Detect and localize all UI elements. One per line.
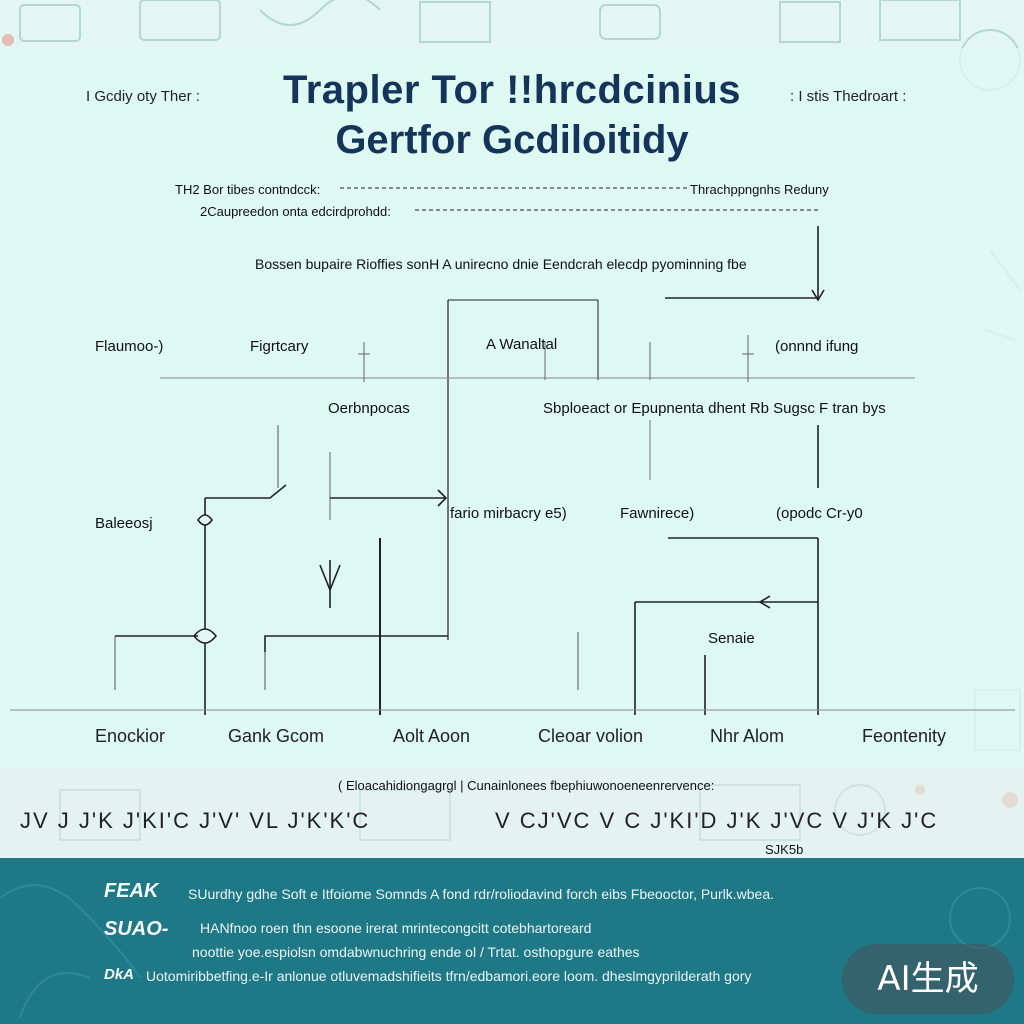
footer-key-3: DkA bbox=[104, 966, 135, 983]
node-row3-a: Baleeosj bbox=[95, 515, 153, 532]
note-top-left-1: TH2 Bor tibes contndcck: bbox=[175, 182, 321, 197]
footer-line-3: Uotomiribbetfing.e-Ir anlonue otluvemads… bbox=[146, 968, 752, 984]
node-row1-c: A Wanaltal bbox=[486, 336, 558, 353]
footer-line-1: SUurdhy gdhe Soft e Itfoiome Somnds A fo… bbox=[188, 886, 774, 902]
page-subtitle: Gertfor Gcdiloitidy bbox=[335, 118, 689, 162]
bottom-label-3: Aolt Aoon bbox=[393, 726, 471, 746]
footer-key-2: SUAO- bbox=[104, 918, 169, 940]
header-side-left: I Gcdiy oty Ther : bbox=[86, 88, 200, 105]
bottom-label-6: Feontenity bbox=[862, 726, 947, 746]
node-row2-b: Sbploeact or Epupnenta dhent Rb Sugsc F … bbox=[543, 400, 886, 417]
header-side-right: : I stis Thedroart : bbox=[790, 88, 907, 105]
bottom-label-1: Enockior bbox=[95, 726, 166, 746]
diagram-panel bbox=[0, 48, 1024, 768]
page-title: Trapler Tor !!hrcdcinius bbox=[283, 68, 741, 112]
node-row1-d: (onnnd ifung bbox=[775, 338, 859, 355]
strip-caption: ( Eloacahidiongagrgl | Cunainlonees fbep… bbox=[338, 778, 715, 793]
node-row3-b: fario mirbacry e5) bbox=[450, 505, 567, 522]
note-center: Bossen bupaire Rioffies sonH A unirecno … bbox=[255, 256, 747, 272]
bottom-label-2: Gank Gcom bbox=[228, 726, 325, 746]
note-top-right: Thrachppngnhs Reduny bbox=[690, 182, 829, 197]
bottom-label-4: Cleoar volion bbox=[538, 726, 644, 746]
note-top-left-2: 2Caupreedon onta edcirdprohdd: bbox=[200, 204, 391, 219]
node-row3-d: (opodc Cr-y0 bbox=[776, 505, 863, 522]
node-sensor: Senaie bbox=[708, 630, 755, 647]
node-row2-a: Oerbnpocas bbox=[328, 400, 410, 417]
ai-generated-badge: AI生成 bbox=[842, 944, 1014, 1014]
strip-scribble-bottom: SJK5b bbox=[765, 842, 804, 857]
node-row3-c: Fawnirece) bbox=[620, 505, 695, 522]
caption-strip bbox=[0, 768, 1024, 858]
strip-scribble-right: V CJ'VC V C J'KI'D J'K J'VC V J'K J'C bbox=[495, 808, 939, 833]
bottom-label-5: Nhr Alom bbox=[710, 726, 785, 746]
node-row1-b: Figrtcary bbox=[250, 338, 309, 355]
footer-line-2a: HANfnoo roen thn esoone irerat mrintecon… bbox=[200, 920, 592, 936]
node-row1-a: Flaumoo-) bbox=[95, 338, 164, 355]
footer-line-2b: noottie yoe.espiolsn omdabwnuchring ende… bbox=[192, 944, 640, 960]
strip-scribble-left: JV J J'K J'KI'C J'V' VL J'K'K'C bbox=[20, 808, 371, 833]
footer-key-1: FEAK bbox=[104, 880, 159, 902]
